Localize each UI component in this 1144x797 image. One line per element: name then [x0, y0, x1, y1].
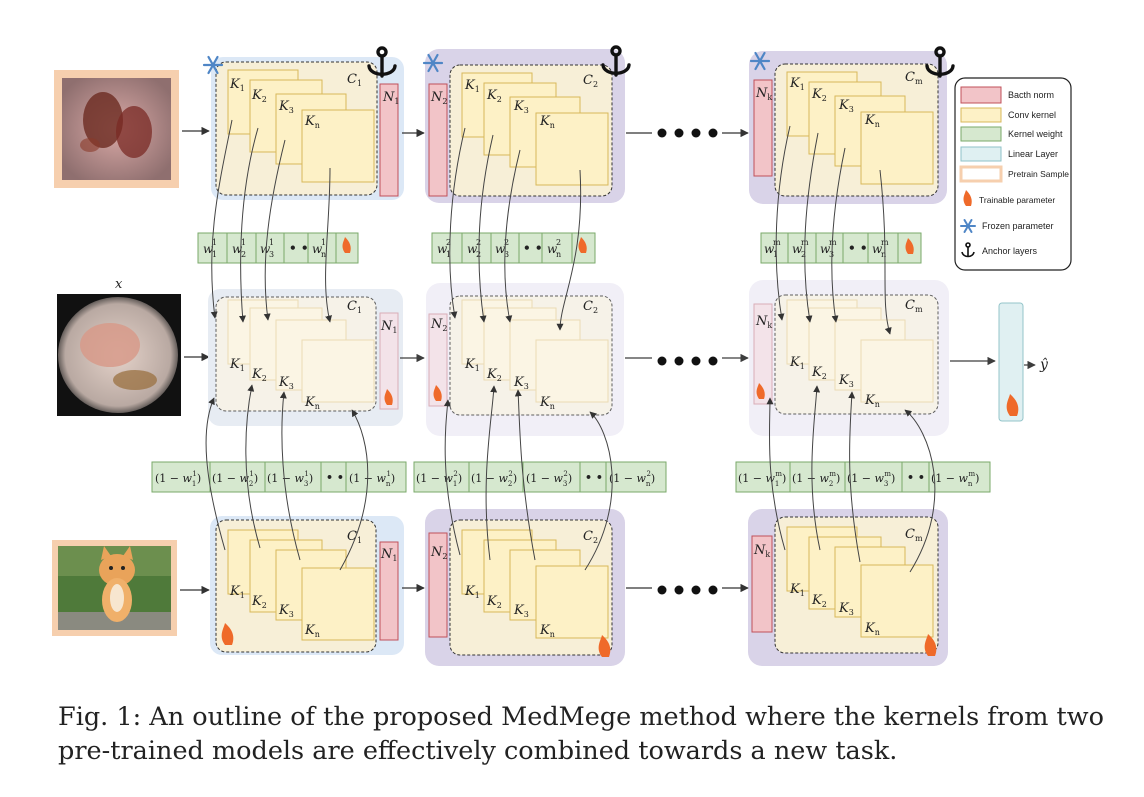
- pretrain-image-bottom: [52, 540, 177, 636]
- svg-text:(1 − w2m): (1 − w2m): [792, 470, 840, 488]
- target-image: [57, 294, 181, 416]
- linear-layer: [998, 302, 1024, 422]
- caption-line-1: Fig. 1: An outline of the proposed MedMe…: [58, 702, 1104, 732]
- svg-text:1: 1: [446, 250, 451, 259]
- svg-text:w: w: [260, 242, 271, 256]
- svg-text:(1 − w1m): (1 − w1m): [738, 470, 786, 488]
- svg-text:2: 2: [476, 250, 481, 259]
- svg-text:w: w: [232, 242, 243, 256]
- svg-text:2: 2: [504, 238, 509, 247]
- svg-text:2: 2: [476, 238, 481, 247]
- medmege-diagram: x: [52, 45, 1072, 666]
- svg-text:1: 1: [321, 238, 326, 247]
- svg-text:(1 − w3m): (1 − w3m): [847, 470, 895, 488]
- anchor-icons: [367, 45, 955, 78]
- pretrain-image-top: [54, 70, 179, 188]
- svg-text:w: w: [547, 242, 558, 256]
- svg-text:• •: • •: [585, 471, 603, 484]
- legend-frozen: Frozen parameter: [982, 221, 1054, 231]
- row-middle: [208, 280, 1036, 436]
- svg-text:2: 2: [556, 238, 561, 247]
- ellipsis-dots: [657, 128, 718, 595]
- svg-text:m: m: [829, 238, 837, 247]
- svg-text:2: 2: [241, 250, 246, 259]
- legend-pretrain-sample: Pretrain Sample: [1008, 169, 1069, 179]
- svg-text:(1 − w12): (1 − w12): [416, 470, 462, 488]
- svg-text:(1 − w22): (1 − w22): [471, 470, 517, 488]
- legend-kernel-weight: Kernel weight: [1008, 129, 1063, 139]
- svg-text:w: w: [792, 242, 803, 256]
- svg-text:w: w: [203, 242, 214, 256]
- svg-text:(1 − wn2): (1 − wn2): [609, 470, 655, 488]
- svg-text:n: n: [321, 250, 326, 259]
- svg-text:1: 1: [212, 238, 217, 247]
- svg-text:1: 1: [241, 238, 246, 247]
- svg-text:w: w: [872, 242, 883, 256]
- batch-norm: [753, 79, 773, 177]
- svg-text:(1 − wn1): (1 − wn1): [349, 470, 395, 488]
- svg-text:w: w: [495, 242, 506, 256]
- kernel-flow-curves: [205, 119, 936, 573]
- svg-text:w: w: [437, 242, 448, 256]
- svg-text:(1 − w31): (1 − w31): [267, 470, 313, 488]
- batch-norm: [379, 83, 399, 197]
- figure-caption: Fig. 1: An outline of the proposed MedMe…: [58, 700, 1118, 768]
- svg-text:(1 − wnm): (1 − wnm): [931, 470, 979, 488]
- svg-text:m: m: [773, 238, 781, 247]
- legend-linear-layer: Linear Layer: [1008, 149, 1058, 159]
- svg-text:w: w: [467, 242, 478, 256]
- svg-text:• •: • •: [848, 241, 868, 255]
- weight-rows-top: w11 w21 w31 • • wn1 w12 w22 w32 • • wn2: [197, 232, 922, 264]
- svg-text:2: 2: [446, 238, 451, 247]
- svg-text:(1 − w11): (1 − w11): [155, 470, 201, 488]
- legend-batch-norm: Bacth norm: [1008, 90, 1054, 100]
- legend-trainable: Trainable parameter: [979, 195, 1055, 205]
- legend: [954, 77, 1072, 271]
- input-arrows: [180, 126, 210, 595]
- trainable-fire-icons: [221, 237, 1019, 657]
- svg-text:3: 3: [269, 250, 274, 259]
- svg-text:• •: • •: [523, 241, 543, 255]
- row-top: [211, 49, 947, 204]
- frozen-snowflake-icons: [202, 51, 771, 75]
- batch-norm: [428, 83, 448, 197]
- weight-rows-bottom: (1 − w11) (1 − w21) (1 − w31) • • (1 − w…: [151, 461, 991, 493]
- caption-line-2: pre-trained models are effectively combi…: [58, 736, 898, 766]
- svg-text:w: w: [820, 242, 831, 256]
- svg-text:n: n: [556, 250, 561, 259]
- svg-text:1: 1: [212, 250, 217, 259]
- svg-text:w: w: [312, 242, 323, 256]
- legend-anchor: Anchor layers: [982, 246, 1038, 256]
- svg-text:• •: • •: [326, 471, 344, 484]
- svg-text:n: n: [881, 250, 886, 259]
- output-y-label: ŷ: [1039, 356, 1049, 373]
- input-x-label: x: [115, 277, 123, 292]
- svg-text:1: 1: [269, 238, 274, 247]
- row-bottom: [210, 509, 948, 666]
- svg-text:3: 3: [504, 250, 509, 259]
- svg-text:• •: • •: [907, 471, 925, 484]
- svg-text:2: 2: [801, 250, 806, 259]
- svg-text:• •: • •: [289, 241, 309, 255]
- legend-conv-kernel: Conv kernel: [1008, 110, 1056, 120]
- svg-text:w: w: [764, 242, 775, 256]
- svg-text:1: 1: [773, 250, 778, 259]
- svg-text:(1 − w32): (1 − w32): [526, 470, 572, 488]
